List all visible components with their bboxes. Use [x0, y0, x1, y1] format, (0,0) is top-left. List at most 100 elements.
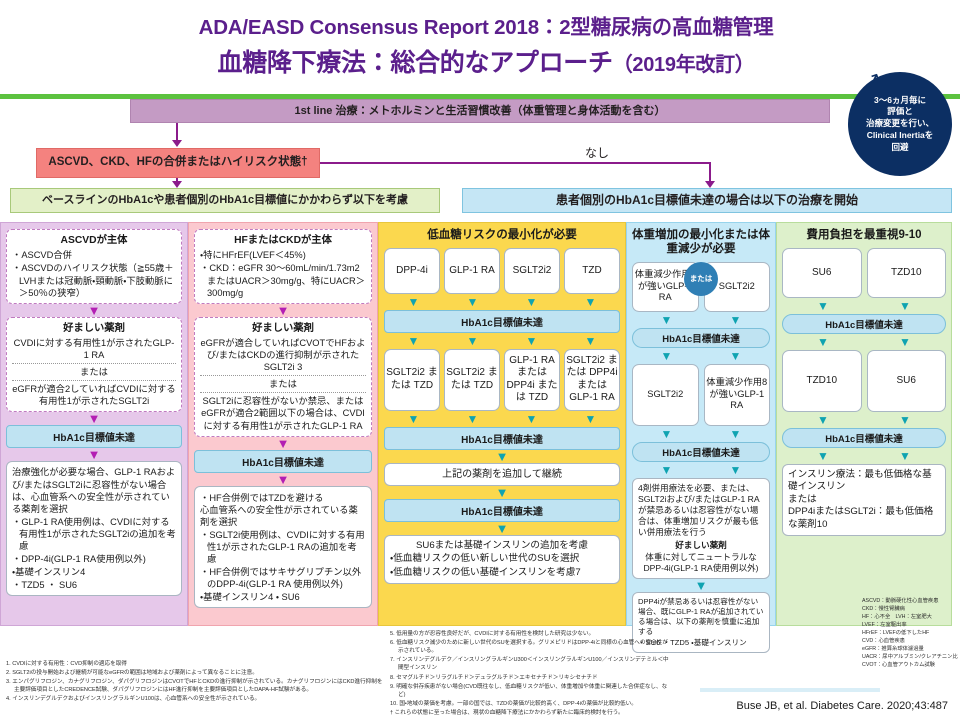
- or-badge: または: [684, 261, 718, 296]
- arrow-icon: ▼: [87, 447, 101, 463]
- connector-line: [176, 123, 178, 141]
- arrow-icon: ▼: [694, 577, 708, 593]
- hba1c-not-at-target-band: HbA1c目標値未達: [782, 427, 946, 448]
- footnote: 10. 国・地域の薬価を考慮。一部の国では、TZDの薬価が比較的高く、DPP-4…: [390, 700, 637, 707]
- arrow-icon: ▼: [729, 312, 742, 327]
- hfckd-criterion: CKD：eGFR 30～60mL/min/1.73m2 またはUACR＞30mg…: [200, 262, 366, 298]
- arrow-icon: [705, 181, 715, 188]
- divider: [12, 363, 176, 365]
- hfckd-next-item: HF合併例ではTZDを避ける: [200, 492, 366, 504]
- abbreviation: HF：心不全 LVH：左室肥大: [862, 613, 932, 620]
- drug-option[interactable]: GLP-1 RA または DPP4i または TZD: [504, 348, 560, 411]
- hypo-tier2-row: SGLT2i2 または TZD SGLT2i2 または TZD GLP-1 RA…: [384, 348, 620, 411]
- arrow-icon: ▼: [817, 334, 829, 349]
- arrow-icon: ▼: [87, 302, 101, 318]
- hfckd-preferred-title: 好ましい薬剤: [252, 322, 314, 334]
- arrow-icon: ▼: [407, 294, 420, 309]
- hba1c-not-at-target-band: HbA1c目標値未達: [384, 498, 620, 522]
- drug-option[interactable]: SGLT2i2: [504, 247, 560, 294]
- cost-title: 費用負担を最重視9-10: [806, 229, 922, 241]
- hfckd-preferred-option-a: eGFRが適合していればCVOTでHFおよび/またはCKDの進行抑制が示されたS…: [200, 338, 366, 373]
- footnote: 9. 明確な併存疾患がない場合(CVD既往なし、低血糖リスクが低い、体重増加や体…: [390, 683, 668, 698]
- ascvd-next-item: TZD5 ・ SU6: [12, 579, 176, 591]
- drug-option[interactable]: TZD: [564, 247, 620, 294]
- column-hypoglycemia-risk: 低血糖リスクの最小化が必要 DPP-4i GLP-1 RA SGLT2i2 TZ…: [378, 222, 626, 626]
- arrow-row: ▼▼▼▼: [384, 333, 620, 348]
- hfckd-next-item: 基礎インスリン4 ・ SU6: [200, 591, 366, 603]
- arrow-icon: ▼: [276, 435, 290, 451]
- arrow-icon: ▼: [407, 411, 420, 426]
- arrow-icon: ▼: [729, 426, 742, 441]
- hypo-final-item: 低血糖リスクの低い基礎インスリンを考慮7: [390, 567, 614, 579]
- footnote: † これらの状態に至った場合は、現状の血糖降下療法にかかわらず新たに臨床的検討を…: [390, 709, 624, 716]
- hfckd-criteria-card: HFまたはCKDが主体 特にHFrEF(LVEF＜45%) CKD：eGFR 3…: [194, 229, 372, 304]
- hba1c-not-at-target-band: HbA1c目標値未達: [782, 313, 946, 334]
- hfckd-criterion: 特にHFrEF(LVEF＜45%): [200, 249, 366, 261]
- ascvd-condition-bar: ASCVD、CKD、HFの合併またはハイリスク状態†: [36, 148, 320, 178]
- abbreviation: UACR：尿中アルブミン/クレアチニン比: [862, 653, 958, 660]
- arrow-icon: ▼: [584, 294, 597, 309]
- abbreviation: CVOT：心血管アウトカム試験: [862, 661, 935, 668]
- arrow-row: ▼▼: [782, 412, 946, 427]
- arrow-icon: ▼: [87, 411, 101, 427]
- weight-tier3-body: 体重に対してニュートラルなDPP-4i(GLP-1 RA使用例以外): [643, 551, 759, 573]
- drug-option[interactable]: DPP-4i: [384, 247, 440, 294]
- arrow-row: ▼▼: [632, 426, 770, 441]
- abbreviation: ASCVD：動脈硬化性心血管疾患: [862, 598, 939, 604]
- arrow-icon: ▼: [466, 294, 479, 309]
- footnote: 2. SGLT2iの投与開始および継続が可能なeGFRの範囲は地域および薬剤によ…: [6, 670, 258, 677]
- arrow-icon: ▼: [495, 484, 509, 500]
- drug-option[interactable]: SGLT2i2 または TZD: [384, 348, 440, 411]
- page-header: ADA/EASD Consensus Report 2018：2型糖尿病の高血糖…: [0, 0, 960, 96]
- ascvd-or-label: または: [80, 367, 108, 378]
- citation: Buse JB, et al. Diabetes Care. 2020;43:4…: [736, 700, 948, 712]
- weight-tier3-card: 4剤併用療法を必要、または、SGLT2iおよび/またはGLP-1 RAが禁忌ある…: [632, 477, 770, 579]
- arrow-icon: ▼: [899, 412, 911, 427]
- footnotes-left: 1. CVDIに対する有用性：CVD抑制の適応を取得 2. SGLT2iの投与開…: [6, 660, 386, 705]
- divider: [200, 392, 366, 394]
- drug-option[interactable]: SGLT2i2: [632, 363, 699, 426]
- drug-option[interactable]: 体重減少作用8が強いGLP-1 RA: [703, 363, 770, 426]
- drug-option[interactable]: TZD10: [866, 247, 946, 298]
- page-title-year: （2019年改訂）: [612, 54, 755, 76]
- cost-final-item: インスリン療法：最も低価格な基礎インスリン: [788, 468, 932, 493]
- abbreviation: CKD：慢性腎臓病: [862, 605, 905, 612]
- hfckd-or-label: または: [269, 379, 297, 390]
- footnote: 1. CVDIに対する有用性：CVD抑制の適応を取得: [6, 661, 127, 667]
- arrow-row: ▼▼: [632, 464, 770, 476]
- footnote: 4. インスリンデグルデクおよびインスリングラルギンU100は、心血管系への安全…: [6, 696, 261, 703]
- connector-line: [176, 178, 178, 183]
- ascvd-preferred-card: 好ましい薬剤 CVDIに対する有用性1が示されたGLP-1 RA または eGF…: [6, 316, 182, 413]
- drug-option[interactable]: SU6: [782, 247, 862, 298]
- arrow-row: ▼▼: [782, 334, 946, 349]
- divider: [200, 375, 366, 377]
- clinical-inertia-text: 3～6ヵ月毎に評価と治療変更を行い、Clinical Inertiaを回避: [865, 94, 934, 152]
- drug-option[interactable]: SGLT2i2 または TZD: [444, 348, 500, 411]
- cost-tier2-row: TZD10 SU6: [782, 349, 946, 412]
- ascvd-criterion: ASCVDのハイリスク状態（≧55歳＋LVHまたは冠動脈・頸動脈・下肢動脈に＞5…: [12, 262, 176, 298]
- arrow-icon: ▼: [817, 298, 829, 313]
- arrow-icon: ▼: [817, 412, 829, 427]
- connector-line: [709, 162, 711, 183]
- hfckd-title: HFまたはCKDが主体: [234, 235, 332, 246]
- arrow-icon: ▼: [584, 333, 597, 348]
- hypo-title: 低血糖リスクの最小化が必要: [427, 229, 577, 241]
- drug-option[interactable]: SGLT2i2 または DPP4i または GLP-1 RA: [564, 348, 620, 411]
- drug-option[interactable]: GLP-1 RA: [444, 247, 500, 294]
- connector-line: [320, 162, 710, 164]
- no-branch-label: なし: [585, 146, 610, 160]
- arrow-row: ▼▼▼▼: [384, 294, 620, 309]
- abbreviation: eGFR：推算糸球体濾過量: [862, 645, 924, 652]
- drug-option[interactable]: TZD10: [782, 349, 862, 412]
- ascvd-preferred-option-b: eGFRが適合2していればCVDIに対する有用性1が示されたSGLT2i: [12, 384, 176, 407]
- footnotes-middle: 5. 低用量の方が忍容性良好だが、CVDIに対する有用性を検討した研究は少ない。…: [390, 630, 670, 718]
- drug-option[interactable]: SU6: [866, 349, 946, 412]
- page-title-main: 血糖降下療法：総合的なアプローチ: [217, 49, 614, 77]
- treatment-columns: ASCVDが主体 ASCVD合併 ASCVDのハイリスク状態（≧55歳＋LVHま…: [0, 222, 960, 654]
- hfckd-next-item: HF合併例ではサキサグリプチン以外のDPP-4i(GLP-1 RA 使用例以外): [200, 566, 366, 590]
- arrow-row: ▼▼: [632, 312, 770, 327]
- consider-regardless-bar: ベースラインのHbA1cや患者個別のHbA1c目標値にかかわらず以下を考慮: [10, 188, 440, 213]
- hfckd-preferred-option-b: SGLT2iに忍容性がないか禁忌、またはeGFRが適合2範囲以下の場合は、CVD…: [201, 396, 365, 431]
- citation-divider: [700, 688, 880, 692]
- cost-final-card: インスリン療法：最も低価格な基礎インスリン または DPP4iまたはSGLT2i…: [782, 463, 946, 537]
